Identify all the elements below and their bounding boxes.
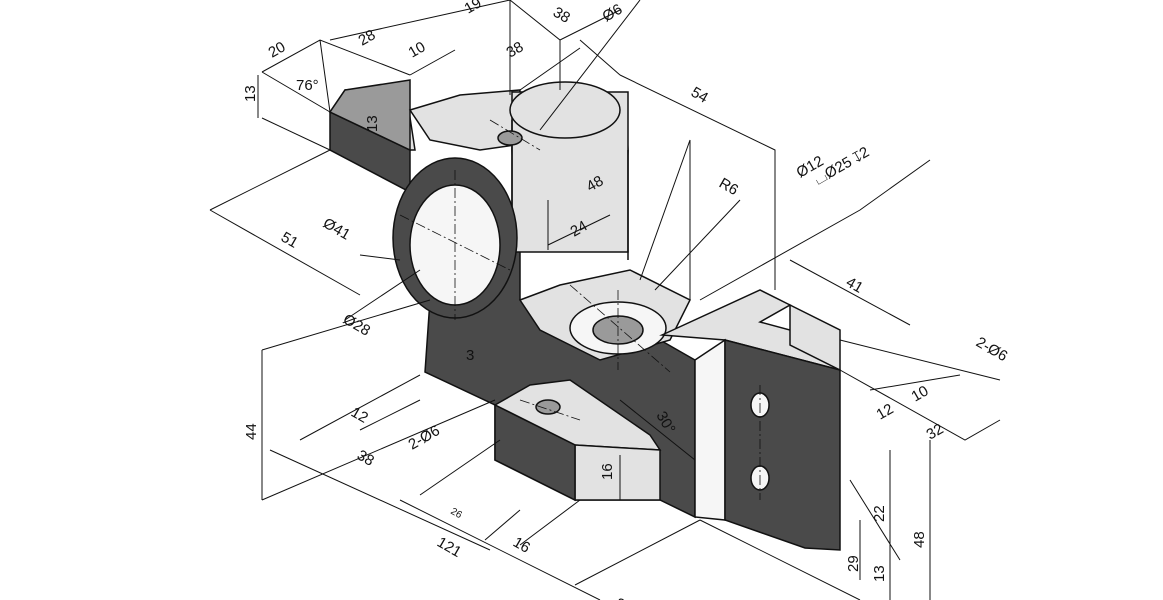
- dim-label: 41: [843, 274, 866, 297]
- dim-label: 121: [434, 534, 464, 561]
- dim-label: 16: [510, 534, 533, 557]
- dim-label: 20: [266, 38, 289, 61]
- dim-label: 76°: [296, 77, 319, 94]
- dim-label: 51: [278, 229, 301, 252]
- dim-label: 24: [568, 217, 591, 240]
- dim-label: Ø6: [600, 1, 626, 26]
- dim-label: 13: [364, 115, 381, 132]
- dim-label: 10: [909, 382, 932, 405]
- dim-label: 54: [688, 84, 711, 107]
- dim-label: 38: [354, 447, 377, 470]
- dim-label: 12: [874, 400, 897, 423]
- dim-label: 13: [871, 565, 888, 582]
- dim-label: Ø41: [320, 215, 353, 244]
- dim-label: 26: [449, 506, 465, 521]
- dim-label: 32: [924, 420, 947, 443]
- dim-label: 38: [550, 4, 573, 27]
- dim-label: 10: [406, 38, 429, 61]
- dim-label: 12: [348, 404, 371, 427]
- dim-label: 13: [242, 85, 259, 102]
- dim-label: Ø28: [340, 311, 373, 340]
- dim-label: R6: [716, 175, 741, 199]
- dim-label: 28: [356, 26, 379, 49]
- dim-label: 48: [911, 531, 928, 548]
- dimension-lines: [209, 0, 1001, 600]
- dim-label: 29: [845, 555, 862, 572]
- dim-label: 48: [584, 172, 607, 195]
- dim-label: 38: [504, 38, 527, 61]
- dim-label: 2: [612, 595, 628, 600]
- dim-label: 19: [462, 0, 485, 17]
- dim-label: 22: [871, 505, 888, 522]
- dim-label: 3: [466, 347, 474, 364]
- center-lines: [399, 119, 761, 500]
- dim-label: 44: [243, 423, 260, 440]
- part-body: [328, 79, 841, 551]
- dim-label: 2-Ø6: [406, 422, 443, 453]
- dim-label: 16: [599, 463, 616, 480]
- dim-label: 2-Ø6: [973, 334, 1010, 365]
